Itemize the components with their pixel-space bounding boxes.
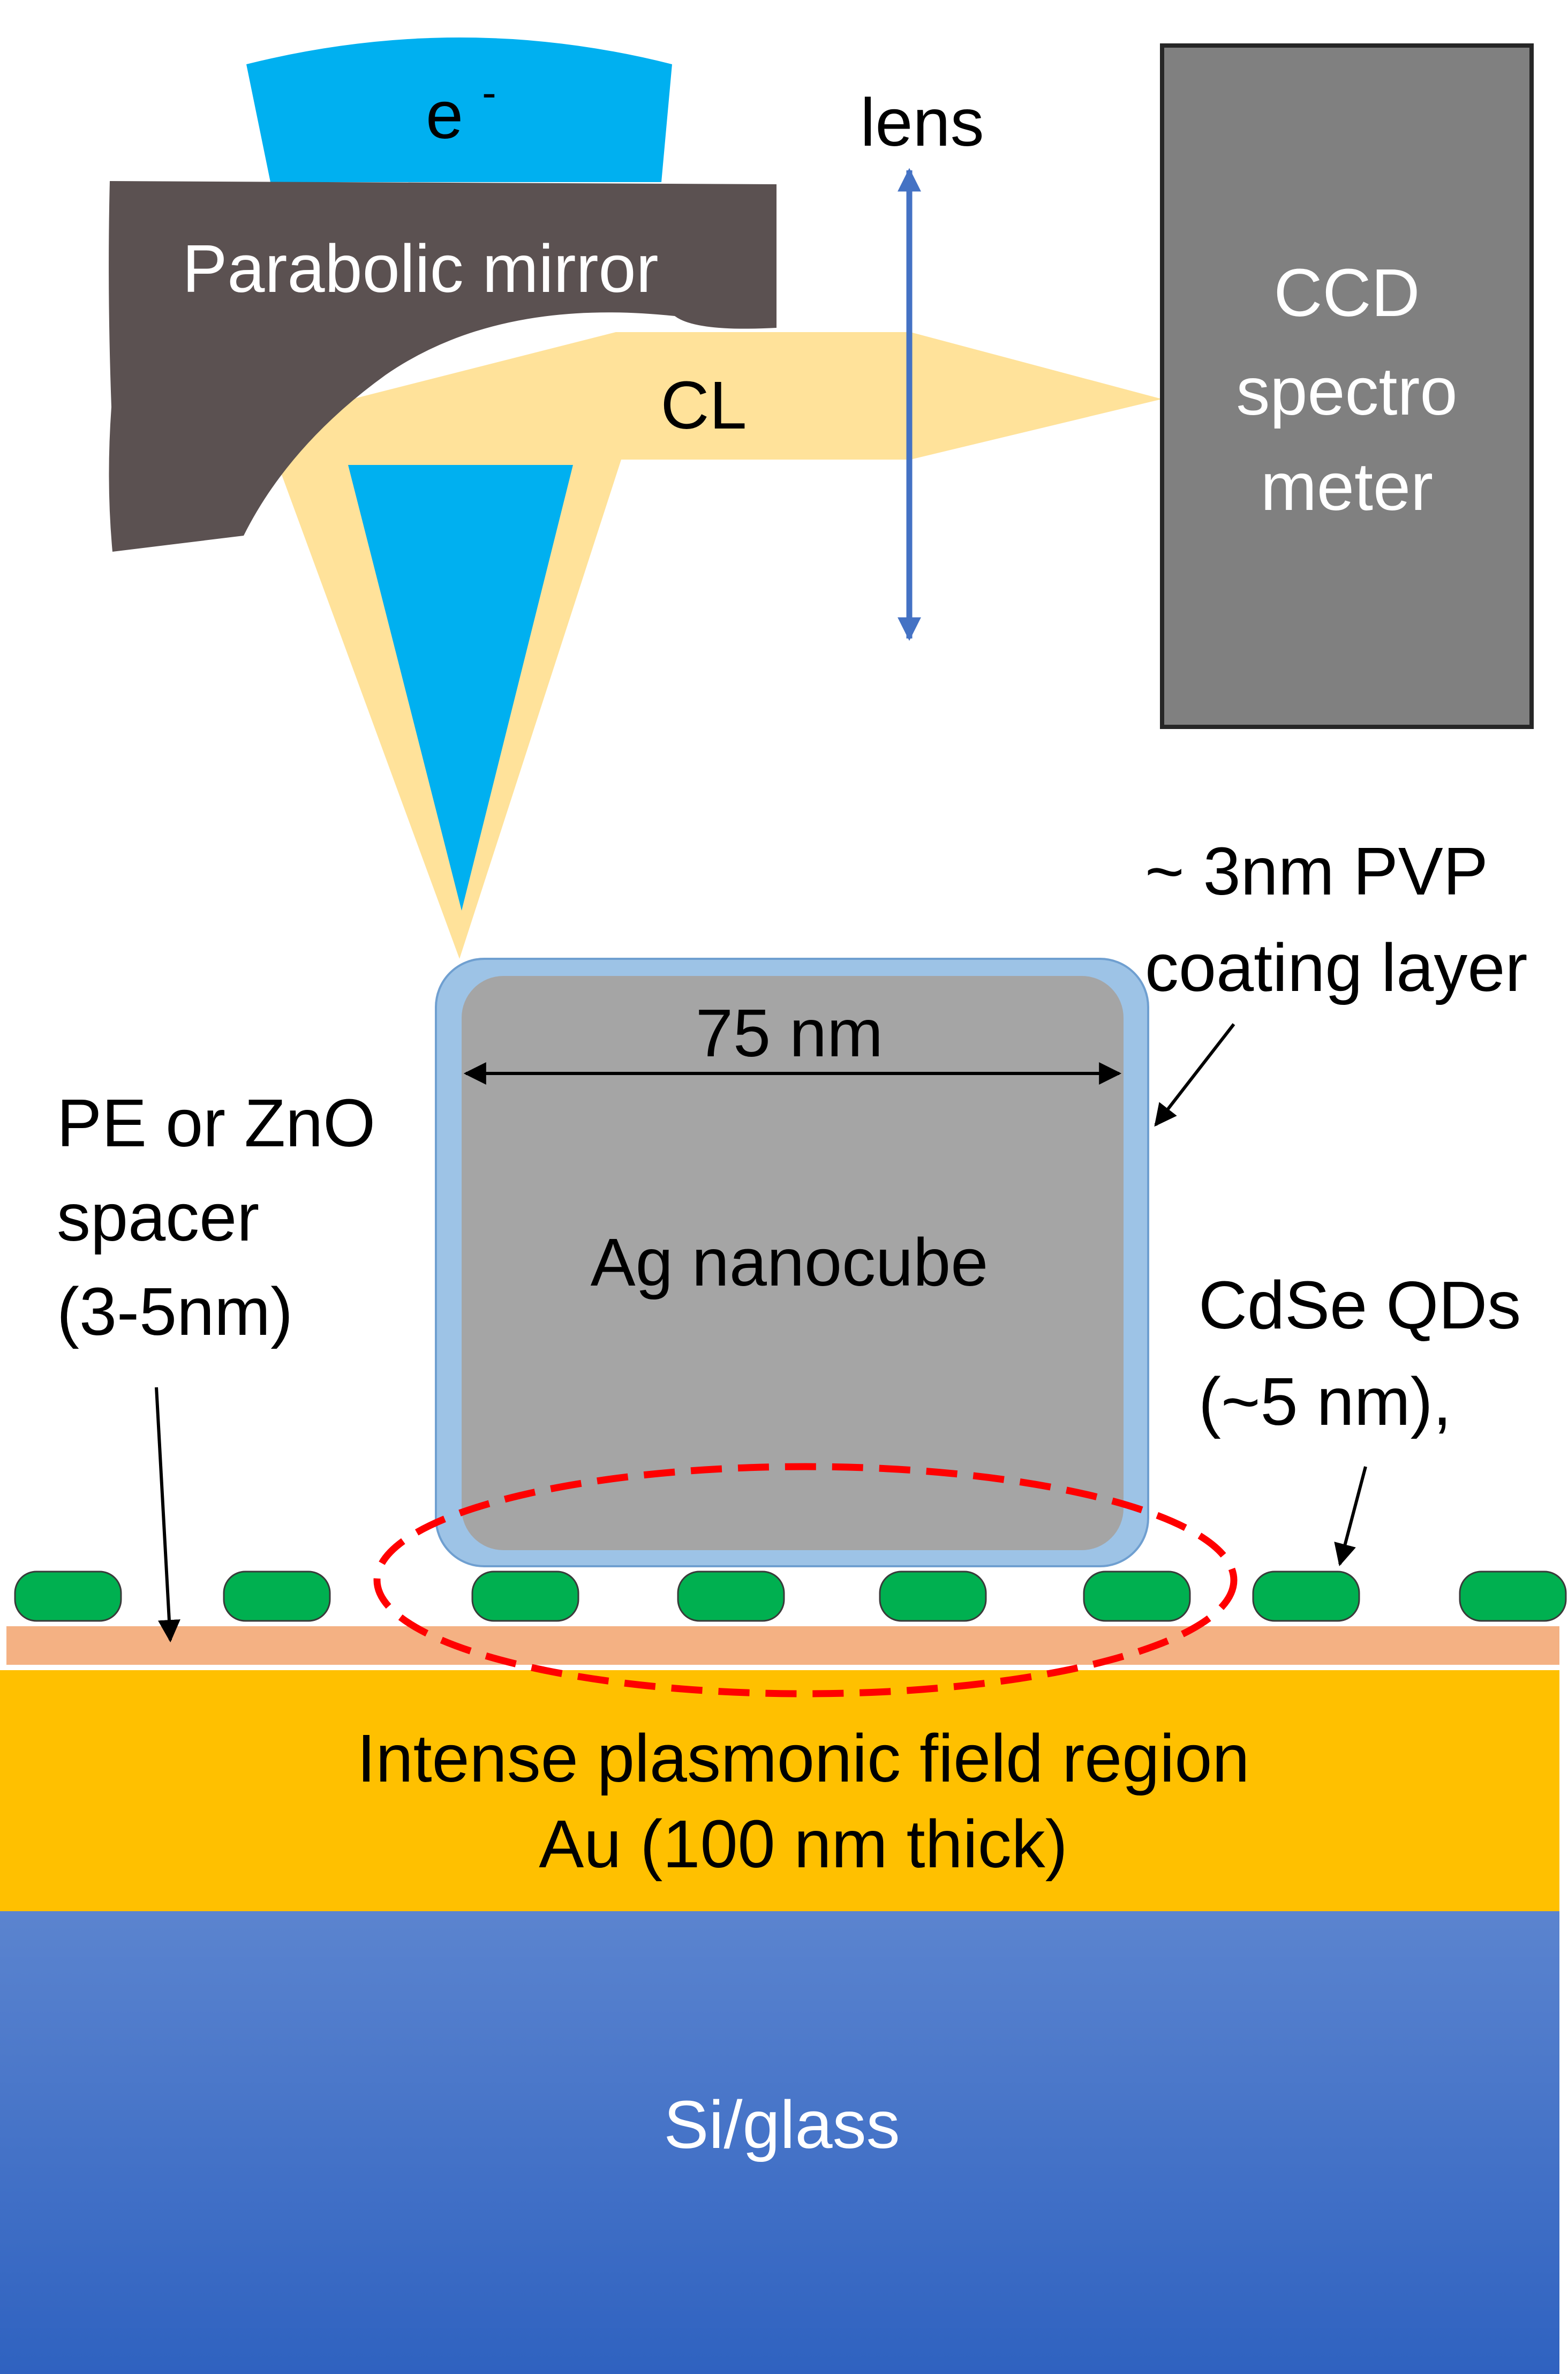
electron-label: e -	[426, 69, 496, 153]
ag-nanocube	[462, 976, 1124, 1550]
qd-pointer-arrow	[1334, 1466, 1367, 1567]
ccd-spectrometer	[1160, 43, 1534, 729]
quantum-dot	[1252, 1571, 1360, 1622]
qd-label-line-1: CdSe QDs	[1198, 1267, 1521, 1343]
substrate-label: Si/glass	[664, 2087, 900, 2162]
nanocube-width-label: 75 nm	[696, 995, 883, 1071]
gold-layer-line-1: Intense plasmonic field region	[357, 1721, 1250, 1796]
gold-layer	[0, 1670, 1559, 1911]
qd-label-line-2: (~5 nm),	[1198, 1364, 1452, 1439]
coating-pointer-arrow	[1154, 1023, 1235, 1127]
quantum-dot	[14, 1571, 122, 1622]
spacer-pointer-arrow	[155, 1387, 180, 1643]
lens-label: lens	[860, 85, 984, 160]
coating-label-line-2: coating layer	[1145, 930, 1527, 1005]
spacer-label-line-1: PE or ZnO	[57, 1085, 375, 1161]
electron-beam-cone	[348, 465, 573, 911]
quantum-dot	[471, 1571, 579, 1622]
parabolic-mirror	[109, 181, 777, 552]
quantum-dot	[1459, 1571, 1567, 1622]
electron-superscript: -	[482, 69, 496, 116]
quantum-dot	[879, 1571, 987, 1622]
quantum-dots	[14, 1571, 1567, 1622]
quantum-dot	[223, 1571, 331, 1622]
field-region-outline	[373, 1463, 1238, 1697]
spacer-label-line-2: spacer	[57, 1180, 259, 1255]
cl-label: CL	[660, 367, 747, 443]
gold-layer-line-2: Au (100 nm thick)	[539, 1806, 1067, 1882]
coating-label-line-1: ~ 3nm PVP	[1145, 833, 1488, 909]
detector-line-3: meter	[1261, 449, 1433, 524]
quantum-dot	[677, 1571, 785, 1622]
detector-line-2: spectro	[1236, 354, 1457, 429]
nanocube-label: Ag nanocube	[591, 1224, 989, 1300]
electron-source	[246, 37, 672, 182]
mirror-label: Parabolic mirror	[182, 231, 658, 306]
electron-symbol: e	[426, 77, 463, 153]
substrate-layer	[0, 1911, 1559, 2374]
detector-line-1: CCD	[1274, 255, 1420, 330]
spacer-label-line-3: (3-5nm)	[57, 1274, 293, 1349]
quantum-dot	[1083, 1571, 1191, 1622]
spacer-layer	[6, 1626, 1559, 1665]
